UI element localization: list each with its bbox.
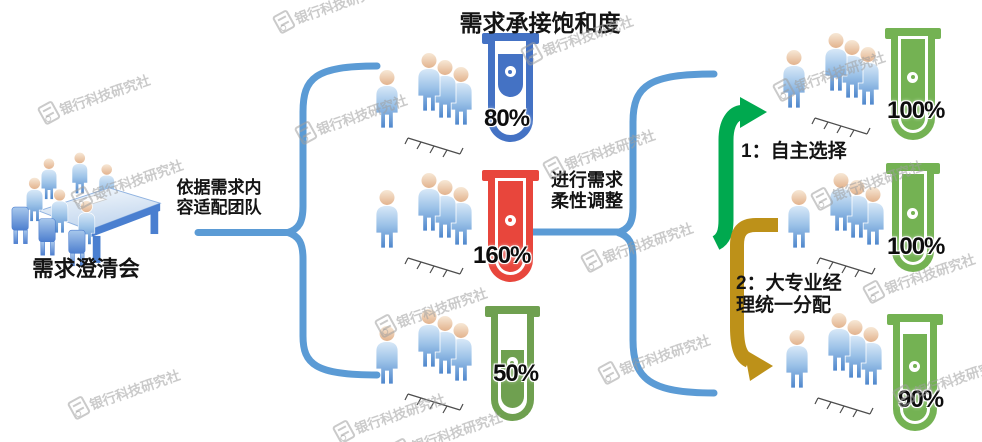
page-title: 需求承接饱和度	[459, 10, 621, 36]
team-group-left-top	[368, 50, 486, 160]
gauge-fill	[901, 38, 925, 131]
meeting-table-icon	[11, 151, 162, 267]
saturation-gauge-100a: 100%	[885, 28, 945, 140]
step-flex-adjust-label: 进行需求 柔性调整	[551, 170, 623, 211]
gauge-body	[491, 314, 534, 421]
gauge-body	[488, 41, 533, 142]
gauge-fill	[903, 334, 927, 421]
team-group-left-middle	[368, 170, 486, 280]
gauge-cap	[485, 306, 540, 317]
gold-curved-arrow-icon	[730, 218, 778, 381]
gauge-body	[488, 178, 533, 282]
gauge-cap	[887, 314, 943, 325]
saturation-gauge-90: 90%	[887, 314, 944, 431]
saturation-value: 90%	[898, 386, 944, 413]
saturation-gauge-160: 160%	[473, 170, 539, 282]
saturation-value: 80%	[484, 105, 530, 132]
method-2-label: 2：大专业经 理统一分配	[736, 273, 842, 316]
gauge-body	[893, 322, 937, 431]
team-group-right-bottom	[778, 310, 896, 420]
meeting-label: 需求澄清会	[32, 257, 140, 281]
team-group-right-top	[775, 30, 893, 140]
saturation-value: 100%	[887, 97, 945, 124]
gauge-dot-icon	[504, 66, 516, 78]
saturation-value: 160%	[473, 242, 531, 269]
saturation-value: 100%	[887, 233, 945, 260]
gauge-body	[892, 171, 934, 272]
brace-right	[524, 70, 718, 397]
gauge-dot-icon	[504, 214, 516, 226]
saturation-gauge-80: 80%	[482, 33, 539, 142]
brace-left	[194, 62, 381, 379]
gauge-body	[891, 36, 935, 140]
green-curved-arrow-icon	[712, 97, 767, 250]
team-group-right-middle	[780, 170, 898, 280]
gauge-dot-icon	[907, 71, 918, 83]
gauge-dot-icon	[907, 207, 918, 219]
saturation-gauge-50: 50%	[485, 306, 540, 421]
gauge-fill	[498, 180, 523, 273]
gauge-cap	[482, 170, 539, 181]
gauge-cap	[482, 33, 539, 44]
step-match-team-label: 依据需求内 容适配团队	[176, 178, 262, 217]
gauge-cap	[886, 163, 940, 174]
team-group-left-bottom	[368, 306, 486, 416]
saturation-value: 50%	[493, 360, 539, 387]
gauge-dot-icon	[506, 357, 518, 368]
saturation-gauge-100b: 100%	[886, 163, 945, 272]
method-1-label: 1：自主选择	[741, 141, 847, 162]
gauge-cap	[885, 28, 941, 39]
gauge-dot-icon	[909, 360, 920, 372]
